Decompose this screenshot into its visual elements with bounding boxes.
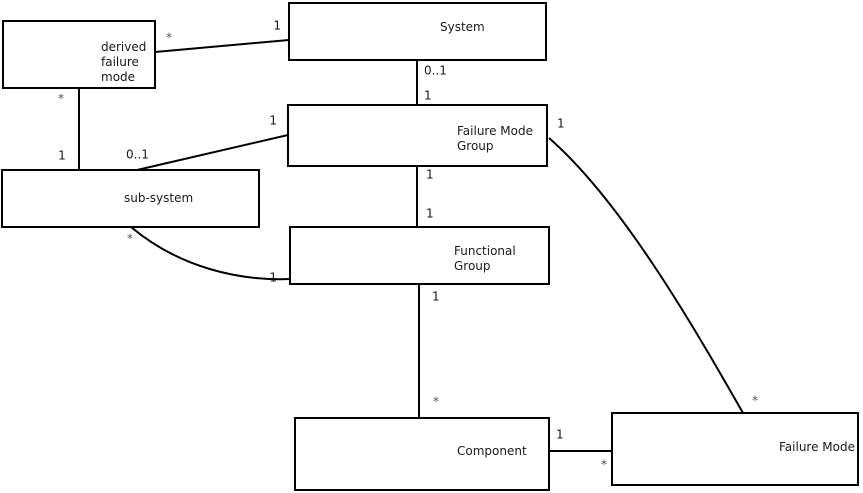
mult-subsystem-dfm-one: 1	[58, 149, 66, 163]
class-box-component[interactable]: Component	[294, 417, 550, 491]
class-box-rect-derived-failure-mode[interactable]	[2, 20, 156, 89]
edge-derived-failure-mode-system[interactable]	[154, 39, 290, 53]
mult-fmg-fm-one: 1	[557, 117, 565, 131]
mult-fmg-system-one: 1	[424, 89, 432, 103]
class-box-line: Group	[454, 259, 491, 273]
class-box-sub-system[interactable]: sub-system	[1, 169, 260, 228]
class-box-line: Functional	[454, 244, 516, 258]
class-box-label-system: System	[440, 20, 485, 34]
class-box-rect-sub-system[interactable]	[1, 169, 260, 228]
mult-component-fm-one: 1	[556, 428, 564, 442]
mult-fmg-subsystem-one: 1	[269, 114, 277, 128]
class-box-line: Component	[457, 444, 527, 458]
mult-system-dfm-one: 1	[273, 19, 281, 33]
class-box-rect-failure-mode-group[interactable]	[287, 104, 548, 167]
mult-fg-component-one: 1	[432, 290, 440, 304]
edges-layer	[78, 39, 744, 452]
class-box-line: mode	[101, 70, 135, 84]
class-box-line: Failure Mode	[779, 440, 855, 454]
mult-dfm-subsystem-star: *	[58, 92, 64, 106]
mult-fm-component-star: *	[601, 458, 607, 472]
mult-fm-fmg-star: *	[752, 394, 758, 408]
class-box-rect-system[interactable]	[288, 2, 547, 61]
mult-subsystem-fmg-zeroone: 0..1	[126, 148, 149, 162]
multiplicities-layer: * 1 0..1 1 * 1 1 0..1 1 1 * 1 1 * 1 * 1 *	[58, 19, 758, 472]
mult-dfm-system-star: *	[166, 31, 172, 45]
edge-sub-system-functional-group[interactable]	[130, 226, 291, 281]
class-box-label-failure-mode: Failure Mode	[779, 440, 855, 454]
mult-fg-fmg-one: 1	[426, 207, 434, 221]
edge-failure-mode-group-failure-mode[interactable]	[548, 137, 744, 414]
mult-system-fmg-zeroone: 0..1	[424, 64, 447, 78]
mult-subsystem-fg-star: *	[127, 232, 133, 246]
mult-component-fg-star: *	[433, 395, 439, 409]
class-box-failure-mode[interactable]: Failure Mode	[611, 412, 859, 486]
class-box-line: Failure Mode	[457, 124, 533, 138]
class-box-system[interactable]: System	[288, 2, 547, 61]
class-box-label-component: Component	[457, 444, 527, 458]
class-box-line: System	[440, 20, 485, 34]
class-box-line: sub-system	[124, 191, 193, 205]
class-box-line: derived	[101, 40, 146, 54]
edge-sub-system-failure-mode-group[interactable]	[136, 134, 289, 171]
class-box-label-sub-system: sub-system	[124, 191, 193, 205]
class-box-rect-functional-group[interactable]	[289, 226, 550, 285]
mult-fmg-fg-one: 1	[426, 168, 434, 182]
class-box-line: Group	[457, 139, 494, 153]
class-box-rect-failure-mode[interactable]	[611, 412, 859, 486]
class-box-line: failure	[101, 55, 139, 69]
class-box-rect-component[interactable]	[294, 417, 550, 491]
mult-fg-subsystem-one: 1	[269, 271, 277, 285]
